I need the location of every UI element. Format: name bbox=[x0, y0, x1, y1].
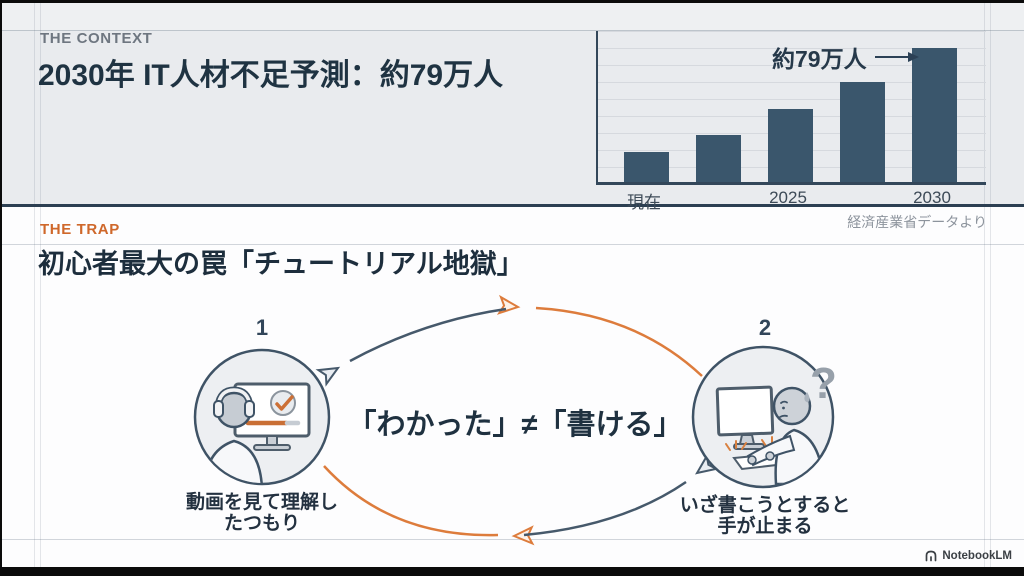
rule-column-left-2 bbox=[40, 3, 41, 567]
worried-brow bbox=[780, 400, 788, 404]
letterbox-bottom bbox=[0, 567, 1024, 576]
step2-caption-line1: いざ書こうとすると bbox=[679, 495, 851, 516]
step1-caption-line2: たつもり bbox=[223, 513, 300, 534]
arc-top-orange bbox=[535, 306, 703, 377]
center-statement: 「わかった」≠「書ける」 bbox=[347, 409, 683, 441]
person-stuck-at-computer-icon: ? bbox=[691, 345, 837, 489]
gridline bbox=[598, 65, 986, 66]
person-watching-tutorial-icon bbox=[193, 348, 331, 486]
monitor-icon bbox=[715, 385, 775, 437]
bar-chart-plot bbox=[596, 31, 986, 185]
monitor-stand bbox=[266, 435, 278, 446]
annotation-text: 約79万人 bbox=[772, 46, 867, 72]
footer-brand: NotebookLM bbox=[924, 549, 1012, 563]
gridline bbox=[598, 82, 986, 83]
annotation-arrow-icon bbox=[874, 52, 919, 62]
trap-title: 初心者最大の罠「チュートリアル地獄」 bbox=[38, 249, 524, 279]
bar-2030 bbox=[911, 48, 957, 182]
bar-chart-ticks: 現在 2025 2030 bbox=[596, 188, 984, 212]
sweat-drop-icon bbox=[804, 392, 810, 403]
x-tick-現在: 現在 bbox=[627, 193, 661, 212]
rule-column-left-1 bbox=[34, 3, 35, 567]
bar- bbox=[839, 82, 885, 182]
bar- bbox=[695, 135, 741, 182]
hand-right bbox=[765, 451, 775, 461]
rule-line-footer bbox=[0, 539, 1024, 540]
x-tick-2030: 2030 bbox=[913, 188, 951, 207]
x-tick-2025: 2025 bbox=[769, 188, 807, 207]
letterbox-top bbox=[0, 0, 1024, 3]
step2-caption-line2: 手が止まる bbox=[717, 516, 813, 537]
chart-source-note: 経済産業省データより bbox=[847, 214, 987, 230]
rule-column-right-1 bbox=[984, 3, 985, 567]
gridline bbox=[598, 31, 986, 32]
notebooklm-logo-icon bbox=[926, 550, 937, 562]
gridline bbox=[598, 48, 986, 49]
bar-現在 bbox=[623, 152, 669, 182]
check-badge bbox=[270, 390, 296, 416]
step1-caption: 動画を見て理解し たつもり bbox=[150, 492, 374, 534]
gridline bbox=[598, 99, 986, 100]
question-mark-icon: ? bbox=[810, 359, 837, 408]
step2-caption: いざ書こうとすると 手が止まる bbox=[653, 495, 877, 537]
footer-brand-label: NotebookLM bbox=[942, 550, 1012, 562]
stress-sparks-left-icon bbox=[725, 440, 747, 451]
context-title: 2030年 IT人材不足予測：約79万人 bbox=[38, 59, 504, 92]
letterbox-left bbox=[0, 0, 2, 576]
rule-line-middle bbox=[0, 244, 1024, 245]
rule-column-right-2 bbox=[990, 3, 991, 567]
bar-chart-annotation: 約79万人 bbox=[772, 40, 920, 74]
person-head bbox=[772, 386, 812, 426]
bar-2025 bbox=[767, 109, 813, 182]
section-divider bbox=[0, 204, 1024, 207]
monitor-base bbox=[733, 443, 765, 450]
trap-eyebrow: THE TRAP bbox=[40, 221, 120, 238]
step2-number: 2 bbox=[758, 315, 772, 340]
eye bbox=[782, 406, 785, 410]
rule-line-top bbox=[0, 30, 1024, 31]
top-band-light bbox=[0, 3, 1024, 30]
hand-left bbox=[747, 455, 757, 465]
arrowhead-top-orange-icon bbox=[496, 294, 521, 315]
arrowhead-bottom-orange-icon bbox=[511, 525, 535, 546]
check-icon bbox=[275, 395, 294, 411]
person-arm bbox=[746, 434, 796, 467]
monitor-stand bbox=[738, 434, 756, 445]
arc-top-navy bbox=[349, 307, 507, 363]
step1-number: 1 bbox=[255, 315, 269, 340]
monitor-base bbox=[253, 444, 291, 451]
context-eyebrow: THE CONTEXT bbox=[40, 30, 153, 47]
frown-mouth bbox=[779, 414, 788, 418]
step1-caption-line1: 動画を見て理解し bbox=[185, 492, 338, 513]
